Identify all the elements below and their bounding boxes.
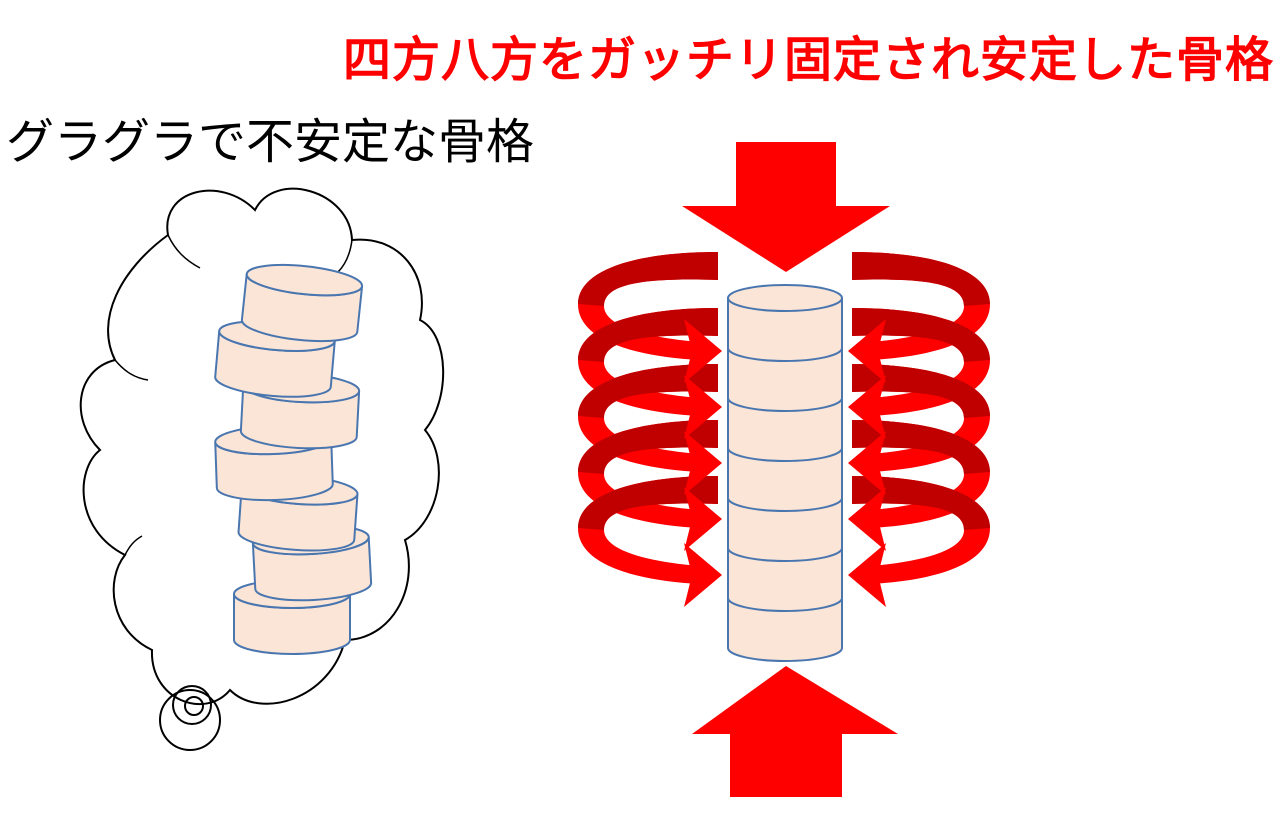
disc-top (245, 263, 364, 297)
ring-arrowhead-right (684, 431, 722, 495)
ring-arrowheads (684, 319, 886, 607)
cloud-detail (114, 359, 149, 381)
ring-arrowhead-right (684, 375, 722, 439)
column-disc-divider (727, 597, 843, 612)
ring-arrowhead-left (848, 375, 886, 439)
ring-right-shade (852, 364, 990, 418)
ring-right-shade (852, 476, 990, 530)
ring-left-shade (578, 476, 718, 530)
spiral-rings (578, 252, 990, 584)
ring-arrowhead-right (684, 543, 722, 607)
ring-arrowhead-left (848, 543, 886, 607)
ring-arrowhead-right (684, 319, 722, 383)
thought-bubble-large (159, 689, 221, 751)
ring-left-shade (578, 252, 718, 306)
up-arrow (692, 666, 898, 797)
ring-left-shade (578, 364, 718, 418)
column-disc-divider (727, 497, 843, 512)
ring-right-shade (852, 308, 990, 362)
slide-title: 四方八方をガッチリ固定され安定した骨格 (342, 32, 1274, 88)
ring-arrowhead-left (848, 487, 886, 551)
ring-left-shade (578, 308, 718, 362)
unstable-disc-stack (214, 263, 373, 655)
column-disc-divider (727, 547, 843, 562)
ring-right-shade (852, 420, 990, 474)
stable-disc-column (727, 284, 843, 662)
down-arrow (682, 142, 890, 272)
unstable-skeleton-label: グラグラで不安定な骨格 (6, 114, 535, 170)
thought-bubble-medium (172, 685, 212, 725)
ring-right-shade (852, 252, 990, 306)
column-disc-divider (727, 397, 843, 412)
column-disc-divider (727, 347, 843, 362)
thought-bubble-small (184, 696, 204, 716)
ring-arrowhead-left (848, 319, 886, 383)
ring-arrowhead-right (684, 487, 722, 551)
cloud-detail (167, 234, 201, 269)
ring-left-shade (578, 420, 718, 474)
column-body (727, 297, 843, 662)
cloud-detail (124, 535, 143, 556)
ring-arrowhead-left (848, 431, 886, 495)
column-top (727, 284, 843, 312)
unstable-disc (240, 263, 364, 343)
cloud-detail (337, 239, 353, 273)
column-disc-divider (727, 447, 843, 462)
